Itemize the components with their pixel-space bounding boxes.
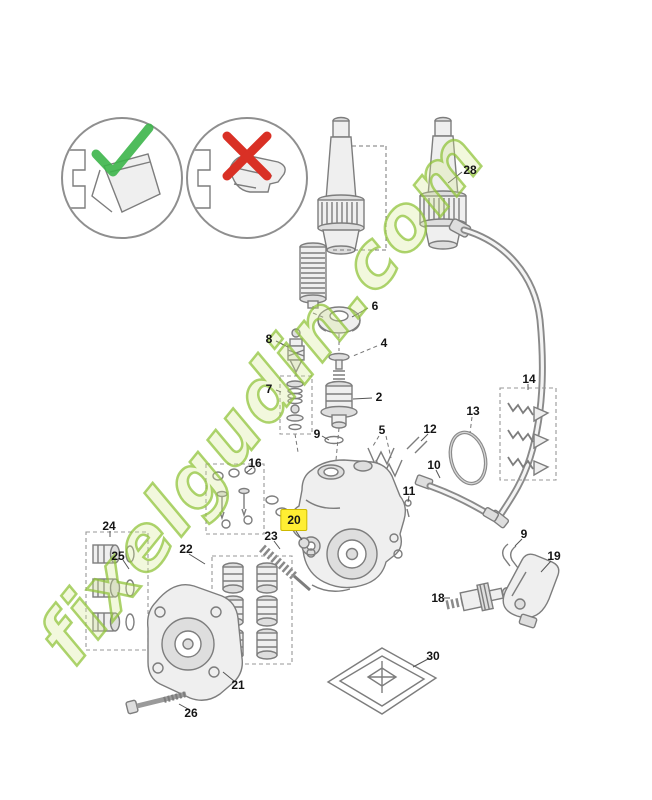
part-callout-25: 25	[111, 549, 125, 563]
part-callout-5: 5	[378, 423, 386, 437]
part-callout-20-highlighted: 20	[280, 509, 308, 531]
part-callout-21: 21	[231, 678, 245, 692]
inlet-fitting-2	[320, 380, 358, 429]
part-callout-9a: 9	[313, 427, 321, 441]
pins-12	[406, 436, 428, 454]
comparison-incorrect-circle	[186, 117, 308, 239]
leader-lines	[109, 145, 552, 710]
piston-23	[259, 544, 311, 592]
green-checkmark-icon	[91, 123, 154, 177]
valve-kit-14	[499, 387, 557, 481]
plug-kit-24-25	[85, 531, 149, 651]
lever-19	[502, 553, 560, 629]
part-callout-24: 24	[102, 519, 116, 533]
filter-cartridge	[299, 242, 327, 309]
part-callout-23: 23	[264, 529, 278, 543]
poppet-4	[328, 352, 350, 380]
part-callout-8: 8	[265, 332, 273, 346]
valve-kit-7	[279, 375, 313, 435]
gasket-30	[326, 647, 438, 715]
comparison-correct-circle	[61, 117, 183, 239]
hose-10	[414, 474, 500, 522]
part-callout-7: 7	[265, 382, 273, 396]
clip-9-lower	[501, 543, 519, 569]
bolt-26	[125, 691, 187, 715]
part-callout-16: 16	[248, 456, 262, 470]
part-callout-28: 28	[463, 163, 477, 177]
red-x-icon	[222, 131, 272, 181]
o-ring-9-upper	[324, 435, 344, 445]
valve-8	[287, 328, 305, 374]
valve-parts-20	[298, 537, 316, 558]
part-callout-13: 13	[466, 404, 480, 418]
part-callout-30: 30	[426, 649, 440, 663]
pump-body	[289, 459, 407, 592]
o-ring-13	[448, 430, 488, 486]
part-callout-26: 26	[184, 706, 198, 720]
part-callout-9b: 9	[520, 527, 528, 541]
seal-ring-6	[317, 306, 361, 334]
front-cover-21	[146, 584, 244, 701]
part-callout-6: 6	[371, 299, 379, 313]
part-callout-22: 22	[179, 542, 193, 556]
part-callout-11: 11	[402, 484, 416, 498]
spray-nozzle-center	[317, 116, 365, 255]
part-callout-10: 10	[427, 458, 441, 472]
part-callout-19: 19	[547, 549, 561, 563]
part-callout-14: 14	[522, 372, 536, 386]
part-callout-12: 12	[423, 422, 437, 436]
part-callout-18: 18	[431, 591, 445, 605]
part-callout-2: 2	[375, 390, 383, 404]
part-callout-4: 4	[380, 336, 388, 350]
